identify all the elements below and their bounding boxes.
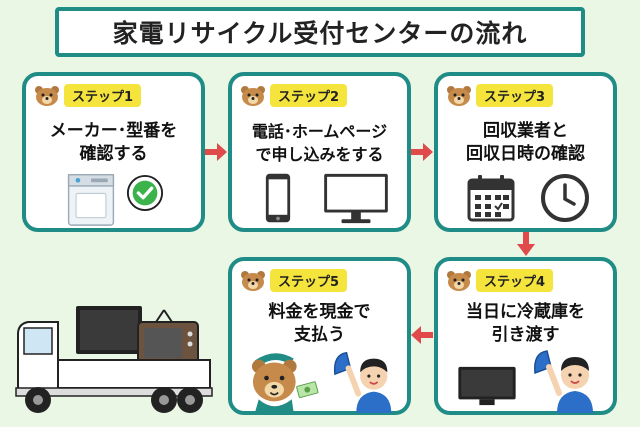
step-4-line-1: 当日に冷蔵庫を bbox=[466, 302, 585, 322]
bear-face-icon bbox=[447, 270, 471, 291]
truck-with-tvs-icon bbox=[15, 306, 213, 413]
step-3-line-2: 回収日時の確認 bbox=[466, 144, 585, 164]
step-2-head: ステップ2 bbox=[240, 84, 348, 107]
arrow-right-icon bbox=[205, 143, 227, 161]
step-3-head: ステップ3 bbox=[446, 84, 554, 107]
step-1-line-2: 確認する bbox=[79, 144, 148, 164]
step-1-head: ステップ1 bbox=[34, 84, 142, 107]
calendar-icon bbox=[467, 175, 515, 222]
page-title: 家電リサイクル受付センターの流れ bbox=[112, 19, 528, 48]
step-1-line-1: メーカー･型番を bbox=[49, 121, 178, 141]
arrow-right-icon bbox=[411, 143, 433, 161]
step-1-card: ステップ1 メーカー･型番を 確認する bbox=[22, 72, 205, 232]
step-2-line-1: 電話･ホームページ bbox=[251, 122, 388, 141]
step-1-label: ステップ1 bbox=[64, 84, 142, 107]
check-icon bbox=[126, 174, 164, 212]
bear-face-icon bbox=[35, 85, 59, 106]
worker-icon bbox=[333, 351, 392, 413]
step-2-line-2: で申し込みをする bbox=[255, 145, 384, 164]
step-5-card: ステップ5 料金を現金で 支払う bbox=[228, 257, 411, 415]
step-5-head: ステップ5 bbox=[240, 269, 348, 292]
worker-icon bbox=[534, 350, 593, 413]
step-5-line-1: 料金を現金で bbox=[268, 302, 371, 322]
bear-face-icon bbox=[447, 85, 471, 106]
step-3-card: ステップ3 回収業者と 回収日時の確認 bbox=[434, 72, 617, 232]
step-2-card: ステップ2 電話･ホームページ で申し込みをする bbox=[228, 72, 411, 232]
step-3-label: ステップ3 bbox=[476, 84, 554, 107]
step-5-label: ステップ5 bbox=[270, 269, 348, 292]
clock-icon bbox=[541, 174, 589, 222]
step-4-line-2: 引き渡す bbox=[491, 325, 560, 345]
washing-machine-icon bbox=[67, 174, 115, 226]
arrow-down-icon bbox=[517, 232, 535, 256]
arrow-left-icon bbox=[411, 326, 433, 344]
step-3-line-1: 回収業者と bbox=[483, 121, 568, 141]
step-4-label: ステップ4 bbox=[476, 269, 554, 292]
step-4-head: ステップ4 bbox=[446, 269, 554, 292]
title-bar: 家電リサイクル受付センターの流れ bbox=[55, 7, 585, 57]
tv-icon bbox=[458, 366, 516, 406]
bear-face-icon bbox=[241, 270, 265, 291]
bear-icon bbox=[251, 353, 319, 413]
step-2-label: ステップ2 bbox=[270, 84, 348, 107]
monitor-icon bbox=[324, 173, 388, 224]
step-4-card: ステップ4 当日に冷蔵庫を 引き渡す bbox=[434, 257, 617, 415]
smartphone-icon bbox=[265, 173, 291, 223]
step-5-line-2: 支払う bbox=[294, 325, 345, 345]
bear-face-icon bbox=[241, 85, 265, 106]
